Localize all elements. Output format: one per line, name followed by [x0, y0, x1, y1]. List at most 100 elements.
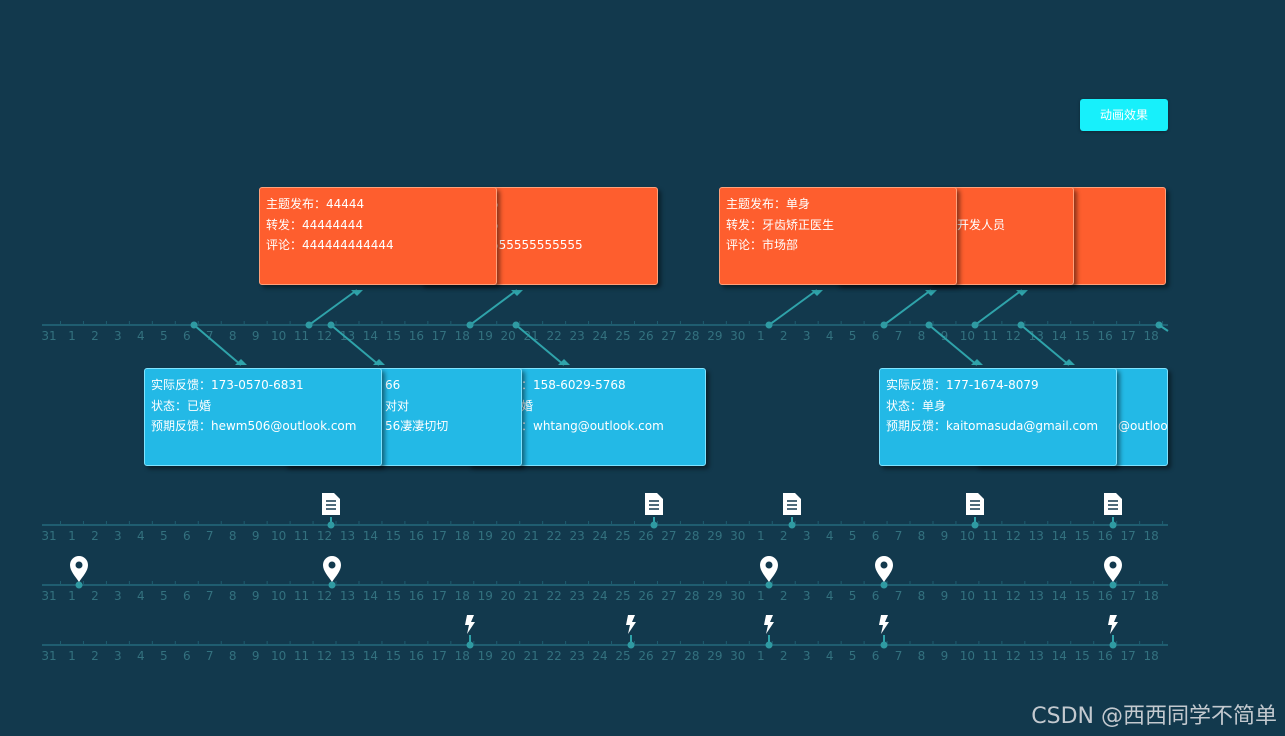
topic-card-line: 555555555555 [491, 238, 583, 252]
axis-tick-label: 5 [849, 589, 857, 603]
axis-tick-label: 30 [730, 329, 745, 343]
axis-tick-label: 6 [872, 329, 880, 343]
axis-tick-label: 13 [1029, 329, 1044, 343]
axis-tick-label: 18 [455, 649, 470, 663]
connector-arrow [235, 359, 247, 365]
axis-tick-label: 13 [340, 649, 355, 663]
feedback-card[interactable]: 实际反馈：177-1674-8079 状态：单身 预期反馈：kaitomasud… [879, 368, 1117, 466]
axis-tick-label: 8 [229, 589, 237, 603]
axis-tick-label: 14 [363, 529, 378, 543]
axis-tick-label: 13 [1029, 529, 1044, 543]
axis-tick-label: 5 [160, 329, 168, 343]
timeline-node [327, 321, 335, 329]
topic-card-line: 开发人员 [957, 217, 1006, 232]
axis-tick-label: 17 [1120, 649, 1135, 663]
axis-tick-label: 6 [872, 589, 880, 603]
axis-tick-label: 2 [780, 529, 788, 543]
axis-tick-label: 12 [317, 329, 332, 343]
axis-tick-label: 12 [317, 529, 332, 543]
axis-tick-label: 5 [160, 589, 168, 603]
axis-tick-label: 2 [91, 589, 99, 603]
connector-arrow [1016, 290, 1028, 296]
axis-tick-label: 5 [849, 329, 857, 343]
timeline-node [75, 581, 83, 589]
axis-tick-label: 22 [546, 329, 561, 343]
timeline-node [1109, 521, 1117, 529]
connector-arrow [511, 290, 523, 296]
timeline-node [971, 521, 979, 529]
axis-tick-label: 7 [895, 589, 903, 603]
axis-tick-label: 3 [114, 649, 122, 663]
axis-tick-label: 14 [1052, 649, 1067, 663]
connector-line [1020, 324, 1070, 366]
topic-card[interactable]: 主题发布：44444 转发：44444444 评论：444444444444 [259, 187, 497, 285]
map-pin-hole [1109, 561, 1117, 569]
axis-tick-label: 23 [569, 329, 584, 343]
timeline-node [650, 521, 658, 529]
axis-tick-label: 30 [730, 529, 745, 543]
axis-tick-label: 11 [294, 649, 309, 663]
axis-tick-label: 18 [455, 589, 470, 603]
axis-tick-label: 11 [294, 329, 309, 343]
axis-tick-label: 6 [183, 649, 191, 663]
axis-tick-label: 16 [1098, 529, 1113, 543]
topic-card-line: 转发：牙齿矫正医生 [726, 217, 835, 232]
axis-tick-label: 22 [546, 589, 561, 603]
axis-tick-label: 9 [941, 589, 949, 603]
axis-tick-label: 8 [918, 649, 926, 663]
axis-tick-label: 9 [252, 589, 260, 603]
connector-line [193, 324, 242, 366]
feedback-card[interactable]: 实际反馈：173-0570-6831 状态：已婚 预期反馈：hewm506@ou… [144, 368, 382, 466]
axis-tick-label: 3 [803, 649, 811, 663]
timeline-node [1017, 321, 1025, 329]
timeline-node [305, 321, 313, 329]
axis-tick-label: 6 [872, 529, 880, 543]
axis-tick-label: 26 [638, 329, 653, 343]
document-icon [1104, 493, 1122, 515]
feedback-card-line: @outlook. [1118, 419, 1168, 433]
axis-tick-label: 18 [455, 329, 470, 343]
axis-tick-label: 26 [638, 529, 653, 543]
axis-tick-label: 8 [229, 529, 237, 543]
feedback-card-line: 状态：单身 [886, 398, 947, 413]
axis-tick-label: 16 [1098, 649, 1113, 663]
axis-tick-label: 3 [803, 529, 811, 543]
connector-line [308, 289, 358, 326]
axis-tick-label: 24 [592, 589, 607, 603]
axis-tick-label: 10 [960, 649, 975, 663]
axis-tick-label: 18 [1143, 529, 1158, 543]
topic-card[interactable]: 主题发布：单身 转发：牙齿矫正医生 评论：市场部 [719, 187, 957, 285]
axis-tick-label: 25 [615, 329, 630, 343]
axis-tick-label: 3 [803, 589, 811, 603]
axis-tick-label: 2 [91, 329, 99, 343]
axis-tick-label: 20 [501, 529, 516, 543]
axis-tick-label: 4 [137, 329, 145, 343]
timeline-node [466, 641, 474, 649]
axis-tick-label: 28 [684, 529, 699, 543]
animation-effect-button[interactable]: 动画效果 [1080, 99, 1168, 131]
connector-arrow [971, 359, 983, 365]
axis-tick-label: 28 [684, 649, 699, 663]
axis-tick-label: 7 [895, 529, 903, 543]
axis-tick-label: 1 [757, 649, 765, 663]
axis-tick-label: 13 [340, 589, 355, 603]
axis-tick-label: 31 [41, 329, 56, 343]
axis-tick-label: 19 [478, 529, 493, 543]
axis-tick-label: 1 [757, 589, 765, 603]
axis-tick-label: 10 [271, 329, 286, 343]
axis-tick-label: 9 [941, 649, 949, 663]
map-pin-icon [1104, 556, 1122, 582]
timeline-node [788, 521, 796, 529]
feedback-card-line: 状态：已婚 [151, 398, 212, 413]
axis-tick-label: 27 [661, 329, 676, 343]
timeline-node [765, 581, 773, 589]
axis-tick-label: 25 [615, 649, 630, 663]
topic-card-line: 评论：444444444444 [266, 238, 394, 252]
axis-tick-label: 4 [826, 589, 834, 603]
axis-tick-label: 5 [160, 649, 168, 663]
axis-tick-label: 14 [1052, 329, 1067, 343]
axis-tick-label: 13 [340, 329, 355, 343]
axis-tick-label: 26 [638, 649, 653, 663]
axis-tick-label: 6 [183, 529, 191, 543]
